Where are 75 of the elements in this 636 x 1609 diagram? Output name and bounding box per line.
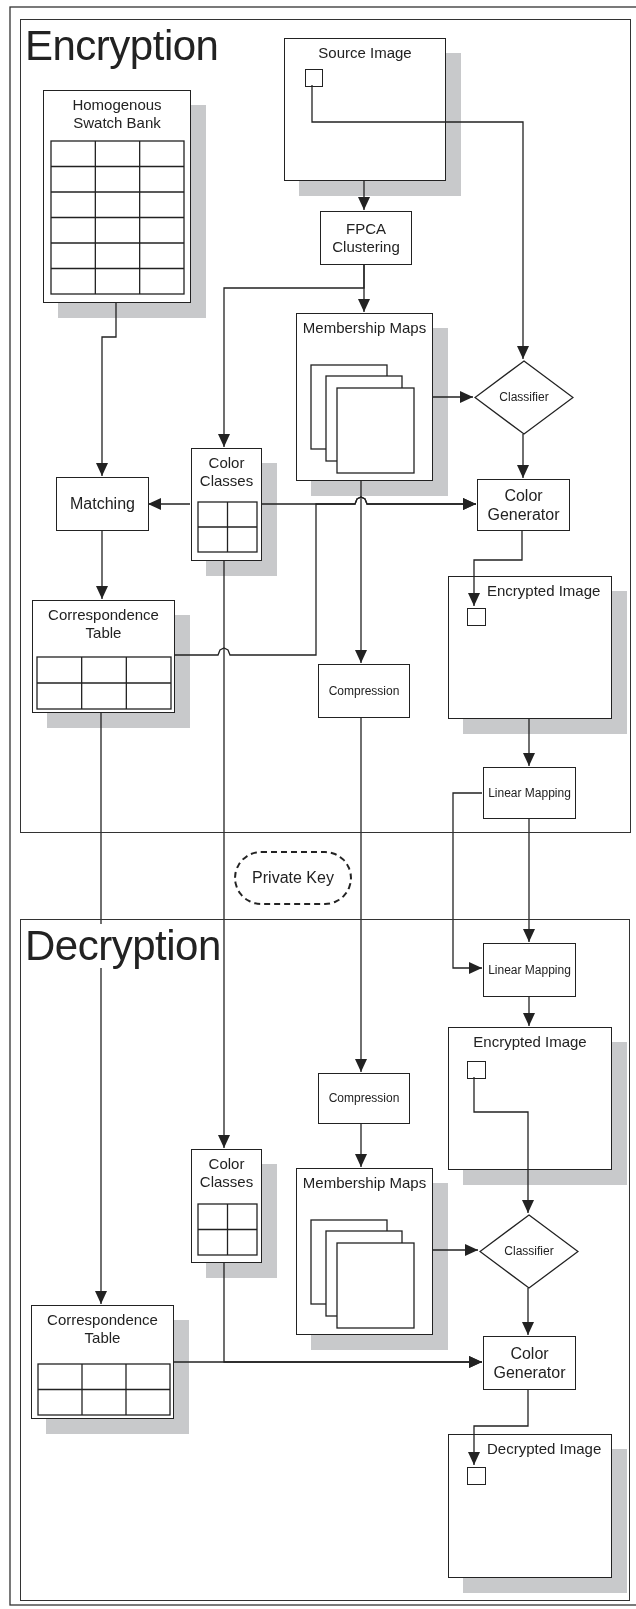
data-box <box>296 313 433 481</box>
node-label: Color Classes <box>198 1154 255 1191</box>
connector-arrow <box>147 498 191 510</box>
connector-arrow <box>96 301 117 477</box>
image-box <box>448 576 612 719</box>
connector-arrow <box>452 792 483 974</box>
node-label: Compression <box>328 1091 400 1106</box>
pixel-square <box>305 69 323 87</box>
node-label: Color Generator <box>486 485 561 525</box>
connector-arrow <box>431 391 474 403</box>
node-label: Matching <box>70 494 135 514</box>
node-label: Membership Maps <box>301 1173 428 1192</box>
connector-arrow <box>172 1356 483 1368</box>
process-box <box>318 1073 410 1124</box>
process-box <box>483 767 576 819</box>
connector-arrow <box>522 1287 534 1336</box>
data-box <box>31 1305 174 1419</box>
process-box <box>318 664 410 718</box>
node-label: Classifier <box>504 1244 554 1259</box>
connector-arrow <box>355 716 367 1073</box>
section-panel <box>20 19 631 833</box>
process-box <box>477 479 570 531</box>
data-box <box>191 1149 262 1263</box>
connector-arrow <box>96 529 108 600</box>
connector-arrow <box>468 1388 529 1466</box>
connector-arrow <box>95 711 107 1305</box>
image-box <box>448 1434 612 1578</box>
connector-arrow <box>473 1076 534 1214</box>
connector-arrow <box>218 263 365 448</box>
connector-arrow <box>523 995 535 1027</box>
connector-arrow <box>355 479 367 664</box>
node-label: Linear Mapping <box>488 962 571 978</box>
node-label: Source Image <box>317 43 413 62</box>
connector-arrow <box>431 1244 479 1256</box>
connector-arrow <box>523 717 535 767</box>
node-label: Color Classes <box>198 453 255 490</box>
data-box <box>191 448 262 561</box>
process-box <box>56 477 149 531</box>
node-label: Private Key <box>252 868 334 888</box>
section-panel <box>20 919 630 1601</box>
node-label: FPCA Clustering <box>331 220 401 256</box>
node-label: Correspondence Table <box>46 1310 159 1347</box>
process-box <box>483 943 576 997</box>
pixel-square <box>467 608 486 626</box>
decision-diamond <box>474 360 574 435</box>
decision-diamond <box>479 1214 579 1289</box>
node-label: Homogenous Swatch Bank <box>71 95 163 132</box>
data-box <box>43 90 191 303</box>
data-box <box>296 1168 433 1335</box>
dashed-key-container <box>234 851 352 905</box>
node-label: Membership Maps <box>301 318 428 337</box>
pixel-square <box>467 1467 486 1485</box>
connector-arrow <box>218 559 230 1149</box>
connector-arrow <box>523 817 535 943</box>
node-label: Color Generator <box>492 1343 567 1383</box>
data-box <box>32 600 175 713</box>
image-box <box>448 1027 612 1170</box>
process-box <box>320 211 412 265</box>
connector-arrow <box>311 84 529 360</box>
pixel-square <box>467 1061 486 1079</box>
connector-arrow <box>355 1122 367 1168</box>
node-label: Decrypted Image <box>486 1439 603 1458</box>
panel-title: Decryption <box>25 924 221 969</box>
node-label: Compression <box>328 683 400 699</box>
connector-arrow <box>173 496 477 656</box>
connector-arrow <box>468 529 523 607</box>
process-box <box>483 1336 576 1390</box>
image-box <box>284 38 446 181</box>
node-label: Encrypted Image <box>472 1032 588 1051</box>
node-label: Encrypted Image <box>486 581 602 600</box>
node-label: Correspondence Table <box>47 605 160 642</box>
connector-arrow <box>517 433 529 479</box>
node-label: Classifier <box>499 390 549 405</box>
connector-arrow <box>358 179 370 211</box>
node-label: Linear Mapping <box>488 785 571 801</box>
